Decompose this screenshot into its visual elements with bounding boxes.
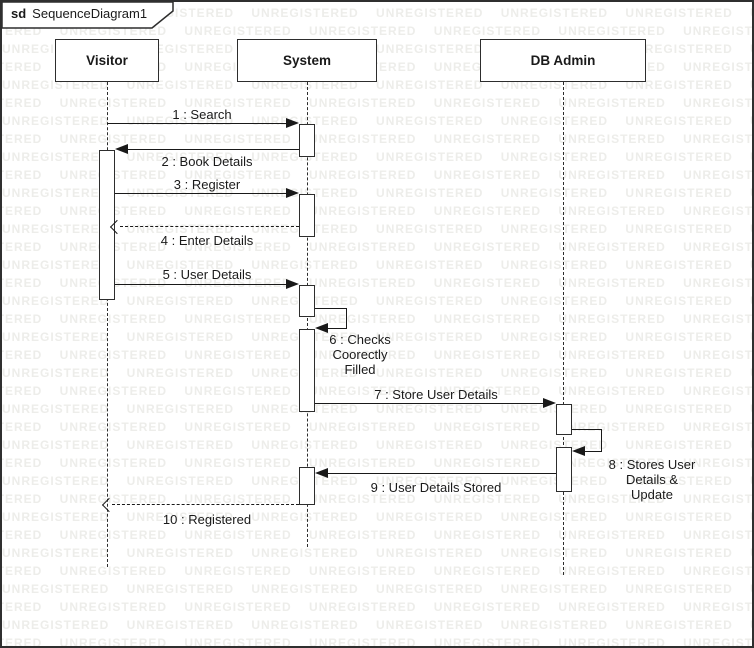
message-line-2[interactable] bbox=[128, 149, 299, 150]
message-label-6[interactable]: 6 : Checks Coorectly Filled bbox=[329, 332, 391, 377]
lifeline-head-visitor[interactable]: Visitor bbox=[55, 39, 159, 82]
activation-db-admin-1[interactable] bbox=[556, 404, 572, 435]
message-label-7[interactable]: 7 : Store User Details bbox=[374, 387, 498, 402]
lifeline-head-system[interactable]: System bbox=[237, 39, 377, 82]
arrowhead-icon bbox=[286, 279, 299, 289]
activation-system-3[interactable] bbox=[299, 285, 315, 317]
lifeline-label: System bbox=[282, 53, 332, 68]
frame-label: sd SequenceDiagram1 bbox=[11, 6, 147, 21]
frame-keyword: sd bbox=[11, 6, 27, 21]
lifeline-db-admin[interactable] bbox=[563, 82, 564, 575]
activation-system-4[interactable] bbox=[299, 329, 315, 412]
message-line-8b[interactable] bbox=[601, 429, 602, 452]
arrowhead-icon bbox=[315, 323, 328, 333]
message-label-3[interactable]: 3 : Register bbox=[173, 177, 241, 192]
message-line-6b[interactable] bbox=[346, 308, 347, 329]
message-label-10[interactable]: 10 : Registered bbox=[162, 512, 252, 527]
lifeline-label: DB Admin bbox=[530, 53, 596, 68]
message-label-8[interactable]: 8 : Stores User Details & Update bbox=[608, 457, 696, 502]
message-label-2[interactable]: 2 : Book Details bbox=[161, 154, 253, 169]
activation-system-2[interactable] bbox=[299, 194, 315, 237]
message-line-8a[interactable] bbox=[572, 429, 602, 430]
message-line-7[interactable] bbox=[315, 403, 543, 404]
message-line-1[interactable] bbox=[107, 123, 286, 124]
arrowhead-icon bbox=[286, 188, 299, 198]
message-line-10[interactable] bbox=[112, 504, 299, 505]
arrowhead-icon bbox=[115, 144, 128, 154]
message-line-4[interactable] bbox=[120, 226, 299, 227]
activation-visitor[interactable] bbox=[99, 150, 115, 300]
message-line-6c[interactable] bbox=[328, 328, 347, 329]
activation-db-admin-2[interactable] bbox=[556, 447, 572, 492]
message-label-9[interactable]: 9 : User Details Stored bbox=[370, 480, 502, 495]
lifeline-label: Visitor bbox=[86, 53, 128, 68]
frame-title-tab[interactable]: sd SequenceDiagram1 bbox=[2, 2, 178, 31]
message-line-5[interactable] bbox=[115, 284, 286, 285]
message-line-8c[interactable] bbox=[585, 451, 602, 452]
message-label-5[interactable]: 5 : User Details bbox=[162, 267, 252, 282]
lifeline-head-db-admin[interactable]: DB Admin bbox=[480, 39, 646, 82]
arrowhead-icon bbox=[286, 118, 299, 128]
frame-tab-shape bbox=[2, 2, 174, 29]
message-label-1[interactable]: 1 : Search bbox=[172, 107, 232, 122]
arrowhead-icon bbox=[543, 398, 556, 408]
activation-system-5[interactable] bbox=[299, 467, 315, 505]
arrowhead-icon bbox=[315, 468, 328, 478]
arrowhead-icon bbox=[572, 446, 585, 456]
message-line-9[interactable] bbox=[328, 473, 556, 474]
lifeline-visitor[interactable] bbox=[107, 82, 108, 567]
message-line-6a[interactable] bbox=[315, 308, 347, 309]
activation-system-1[interactable] bbox=[299, 124, 315, 157]
message-line-3[interactable] bbox=[115, 193, 286, 194]
message-label-4[interactable]: 4 : Enter Details bbox=[160, 233, 254, 248]
frame-title: SequenceDiagram1 bbox=[32, 6, 148, 21]
